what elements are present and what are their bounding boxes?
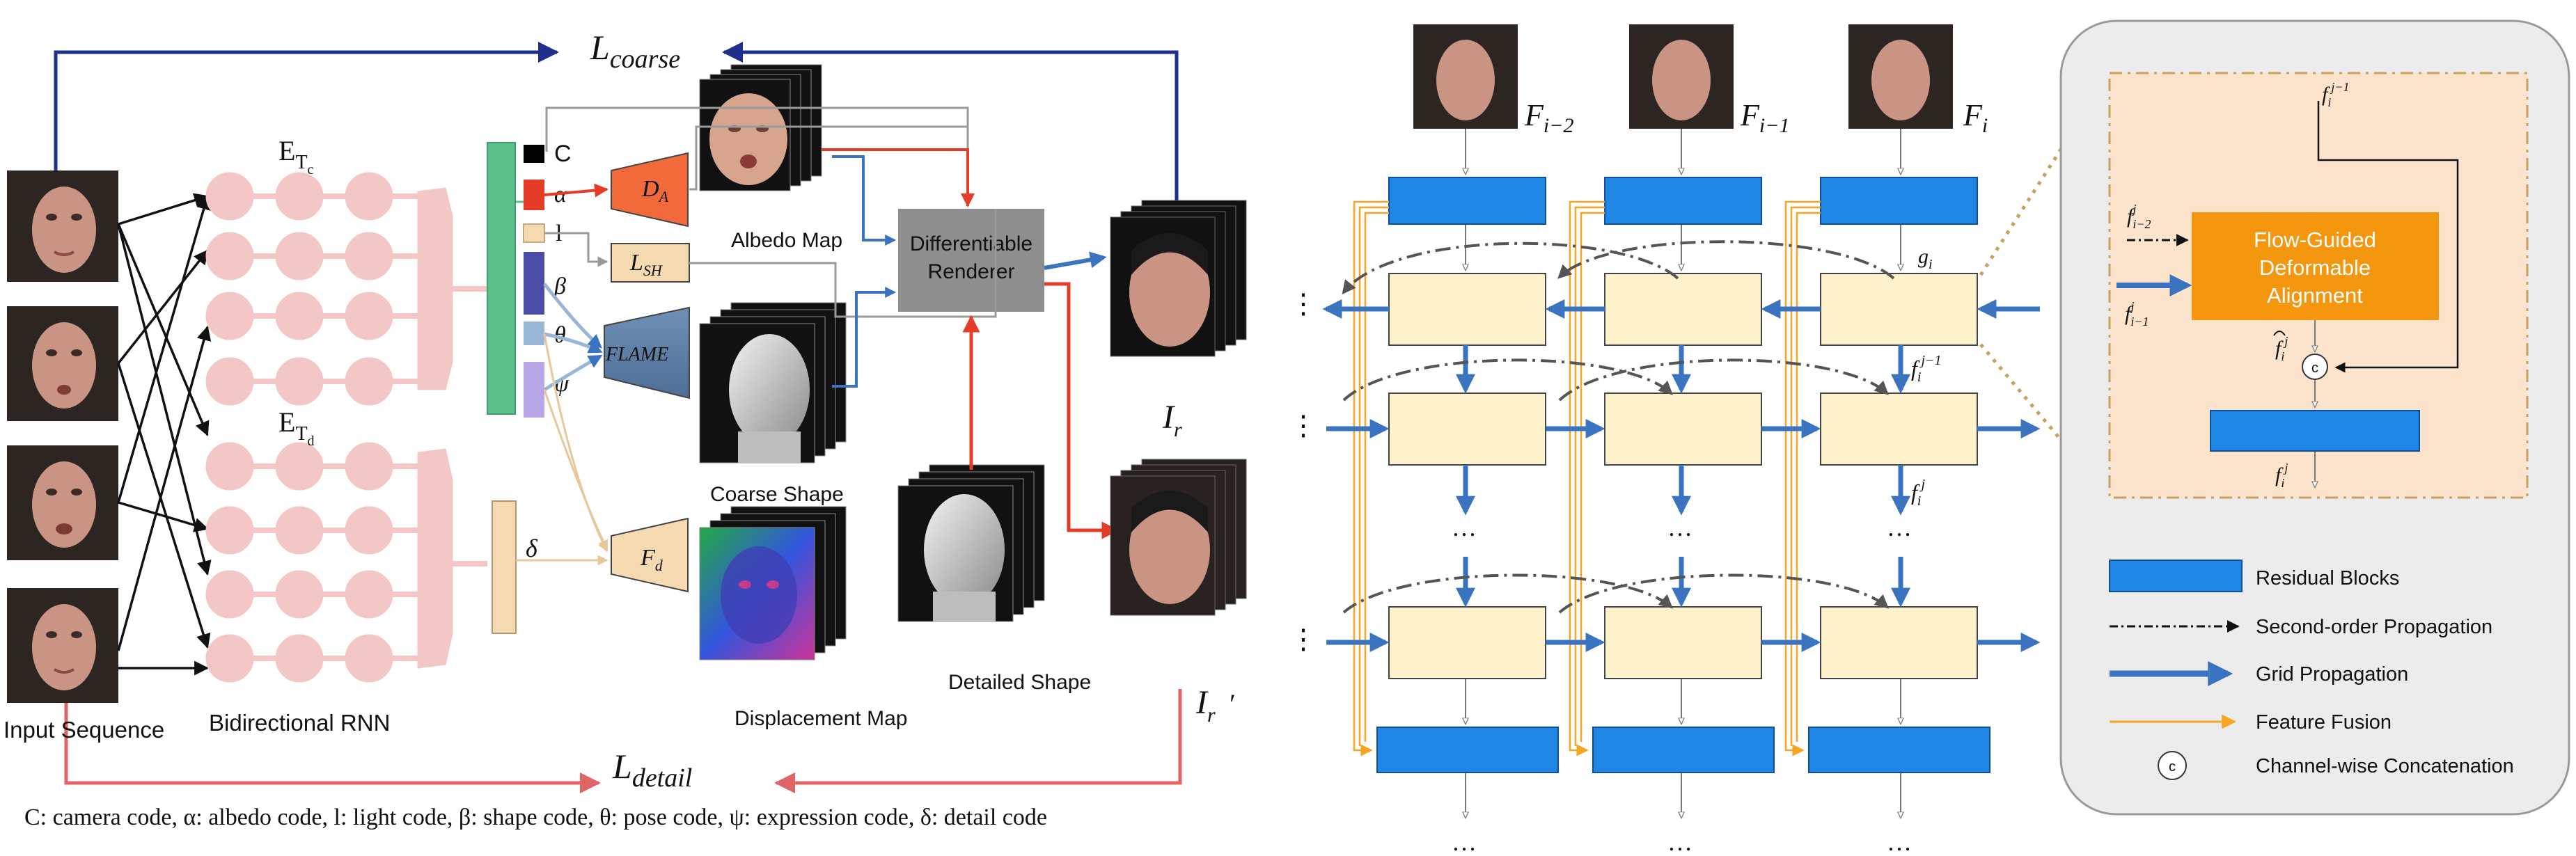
displacement-map-stack (699, 506, 847, 660)
lsh-label: LSH (629, 250, 663, 279)
code-labels: C α l β θ ψ (553, 141, 572, 397)
displacement-map-label: Displacement Map (735, 707, 907, 730)
g-label: gi (1918, 245, 1933, 272)
fgda-line-1: Flow-Guided (2254, 228, 2376, 252)
caption: C: camera code, α: albedo code, l: light… (24, 805, 1047, 830)
feature-fusion-lines (1353, 200, 1821, 756)
cream-blocks (1388, 273, 1978, 679)
f-jm1-label: fij−1 (1911, 353, 1942, 385)
legend-swatch-concat (2158, 751, 2187, 780)
left-vdots-1: ⋮ (1289, 288, 1317, 319)
rnn-lower (205, 442, 453, 683)
middle-frames (1413, 24, 1953, 129)
residual-block (1820, 177, 1978, 225)
input-arrows (117, 193, 212, 676)
loss-detail-label: Ldetail (612, 747, 692, 793)
svg-text:θ: θ (554, 322, 566, 348)
left-vdots-2: ⋮ (1289, 410, 1317, 441)
albedo-decoder (611, 152, 689, 228)
encoder-td-label: ETd (278, 406, 315, 449)
input-sequence-label: Input Sequence (3, 717, 164, 743)
flame-label: FLAME (605, 344, 668, 365)
encoder-tc-label: ETc (278, 135, 314, 177)
svg-text:C: C (554, 141, 572, 167)
latent-code-bar (487, 142, 516, 415)
residual-block (1592, 727, 1775, 773)
frame-label-3: Fi (1963, 98, 1988, 137)
left-vdots-3: ⋮ (1289, 624, 1317, 655)
ellipsis-6: … (1887, 828, 1912, 856)
rnn-upper (205, 172, 453, 406)
fgda-line-2: Deformable (2259, 255, 2371, 280)
code-arrows (516, 183, 608, 566)
input-frame (7, 445, 118, 560)
rendered-coarse-stack (1110, 200, 1247, 357)
concat-symbol: c (2311, 360, 2318, 376)
concat-node (2302, 354, 2328, 380)
legend-label-second: Second-order Propagation (2256, 616, 2492, 638)
code-swatches (523, 145, 545, 418)
input-frame (7, 306, 118, 421)
f-im1-label: fi−1j (2125, 299, 2149, 328)
fgda-block (2192, 212, 2439, 320)
detail-arrows (2116, 101, 2459, 487)
residual-block (1388, 177, 1546, 225)
input-frame (7, 588, 118, 703)
ellipsis-2: … (1667, 514, 1693, 541)
lsh-box (611, 243, 690, 283)
residual-block (2210, 410, 2420, 452)
legend-swatch-residual (2109, 560, 2243, 592)
albedo-decoder-label: DA (641, 176, 669, 205)
albedo-map-label: Albedo Map (731, 229, 842, 252)
input-frame (7, 171, 118, 282)
ellipsis-5: … (1667, 828, 1693, 856)
detailed-shape-label: Detailed Shape (948, 671, 1091, 694)
residual-block (1604, 177, 1762, 225)
frame-label-1: Fi−2 (1524, 98, 1573, 137)
loss-coarse-label: Lcoarse (590, 28, 680, 74)
detail-decoder-label: Fd (640, 545, 663, 574)
legend: c Residual Blocks Second-order Propagati… (2109, 560, 2514, 780)
input-frames (7, 171, 118, 703)
f-j-label: fij (1911, 477, 1925, 509)
coarse-shape-label: Coarse Shape (710, 483, 844, 506)
coarse-shape-stack (699, 302, 847, 463)
rendered-detail-stack (1110, 459, 1247, 616)
ellipsis-4: … (1452, 828, 1477, 856)
legend-concat-symbol: c (2169, 759, 2176, 775)
ir-label: Ir (1162, 399, 1182, 441)
fgda-line-3: Alignment (2267, 283, 2363, 308)
detail-decoder (611, 517, 689, 593)
second-order-arcs (1342, 240, 1895, 614)
renderer-line-1: Differentiable (910, 232, 1032, 255)
grid-propagation-arrows (1322, 299, 2041, 652)
legend-label-residual: Residual Blocks (2256, 567, 2399, 589)
svg-text:β: β (553, 274, 566, 299)
legend-label-grid: Grid Propagation (2256, 663, 2408, 685)
flame-model (604, 306, 690, 399)
frame-label-2: Fi−1 (1740, 98, 1789, 137)
legend-label-concat: Channel-wise Concatenation (2256, 755, 2514, 777)
loss-coarse-lines (54, 42, 1179, 200)
differentiable-renderer (898, 209, 1044, 312)
detail-code-bar (492, 500, 517, 634)
residual-block (1376, 727, 1559, 773)
rnn-label: Bidirectional RNN (209, 710, 390, 736)
fhat-hat (2273, 331, 2286, 336)
delta-label: δ (526, 534, 538, 562)
hollow-arrows (1466, 129, 1901, 818)
rnn-arrows (253, 193, 487, 661)
albedo-map-stack (699, 64, 822, 191)
loss-detail-lines (64, 689, 1182, 793)
residual-block (1808, 727, 1990, 773)
ellipsis-1: … (1452, 514, 1477, 541)
renderer-line-2: Renderer (927, 260, 1014, 283)
ellipsis-3: … (1887, 514, 1912, 541)
renderer-arrows (545, 106, 1120, 539)
f-im2-label: fi−2j (2127, 202, 2151, 231)
legend-label-fusion: Feature Fusion (2256, 711, 2392, 734)
detailed-shape-stack (897, 464, 1045, 622)
irp-label: Ir′ (1195, 684, 1235, 727)
